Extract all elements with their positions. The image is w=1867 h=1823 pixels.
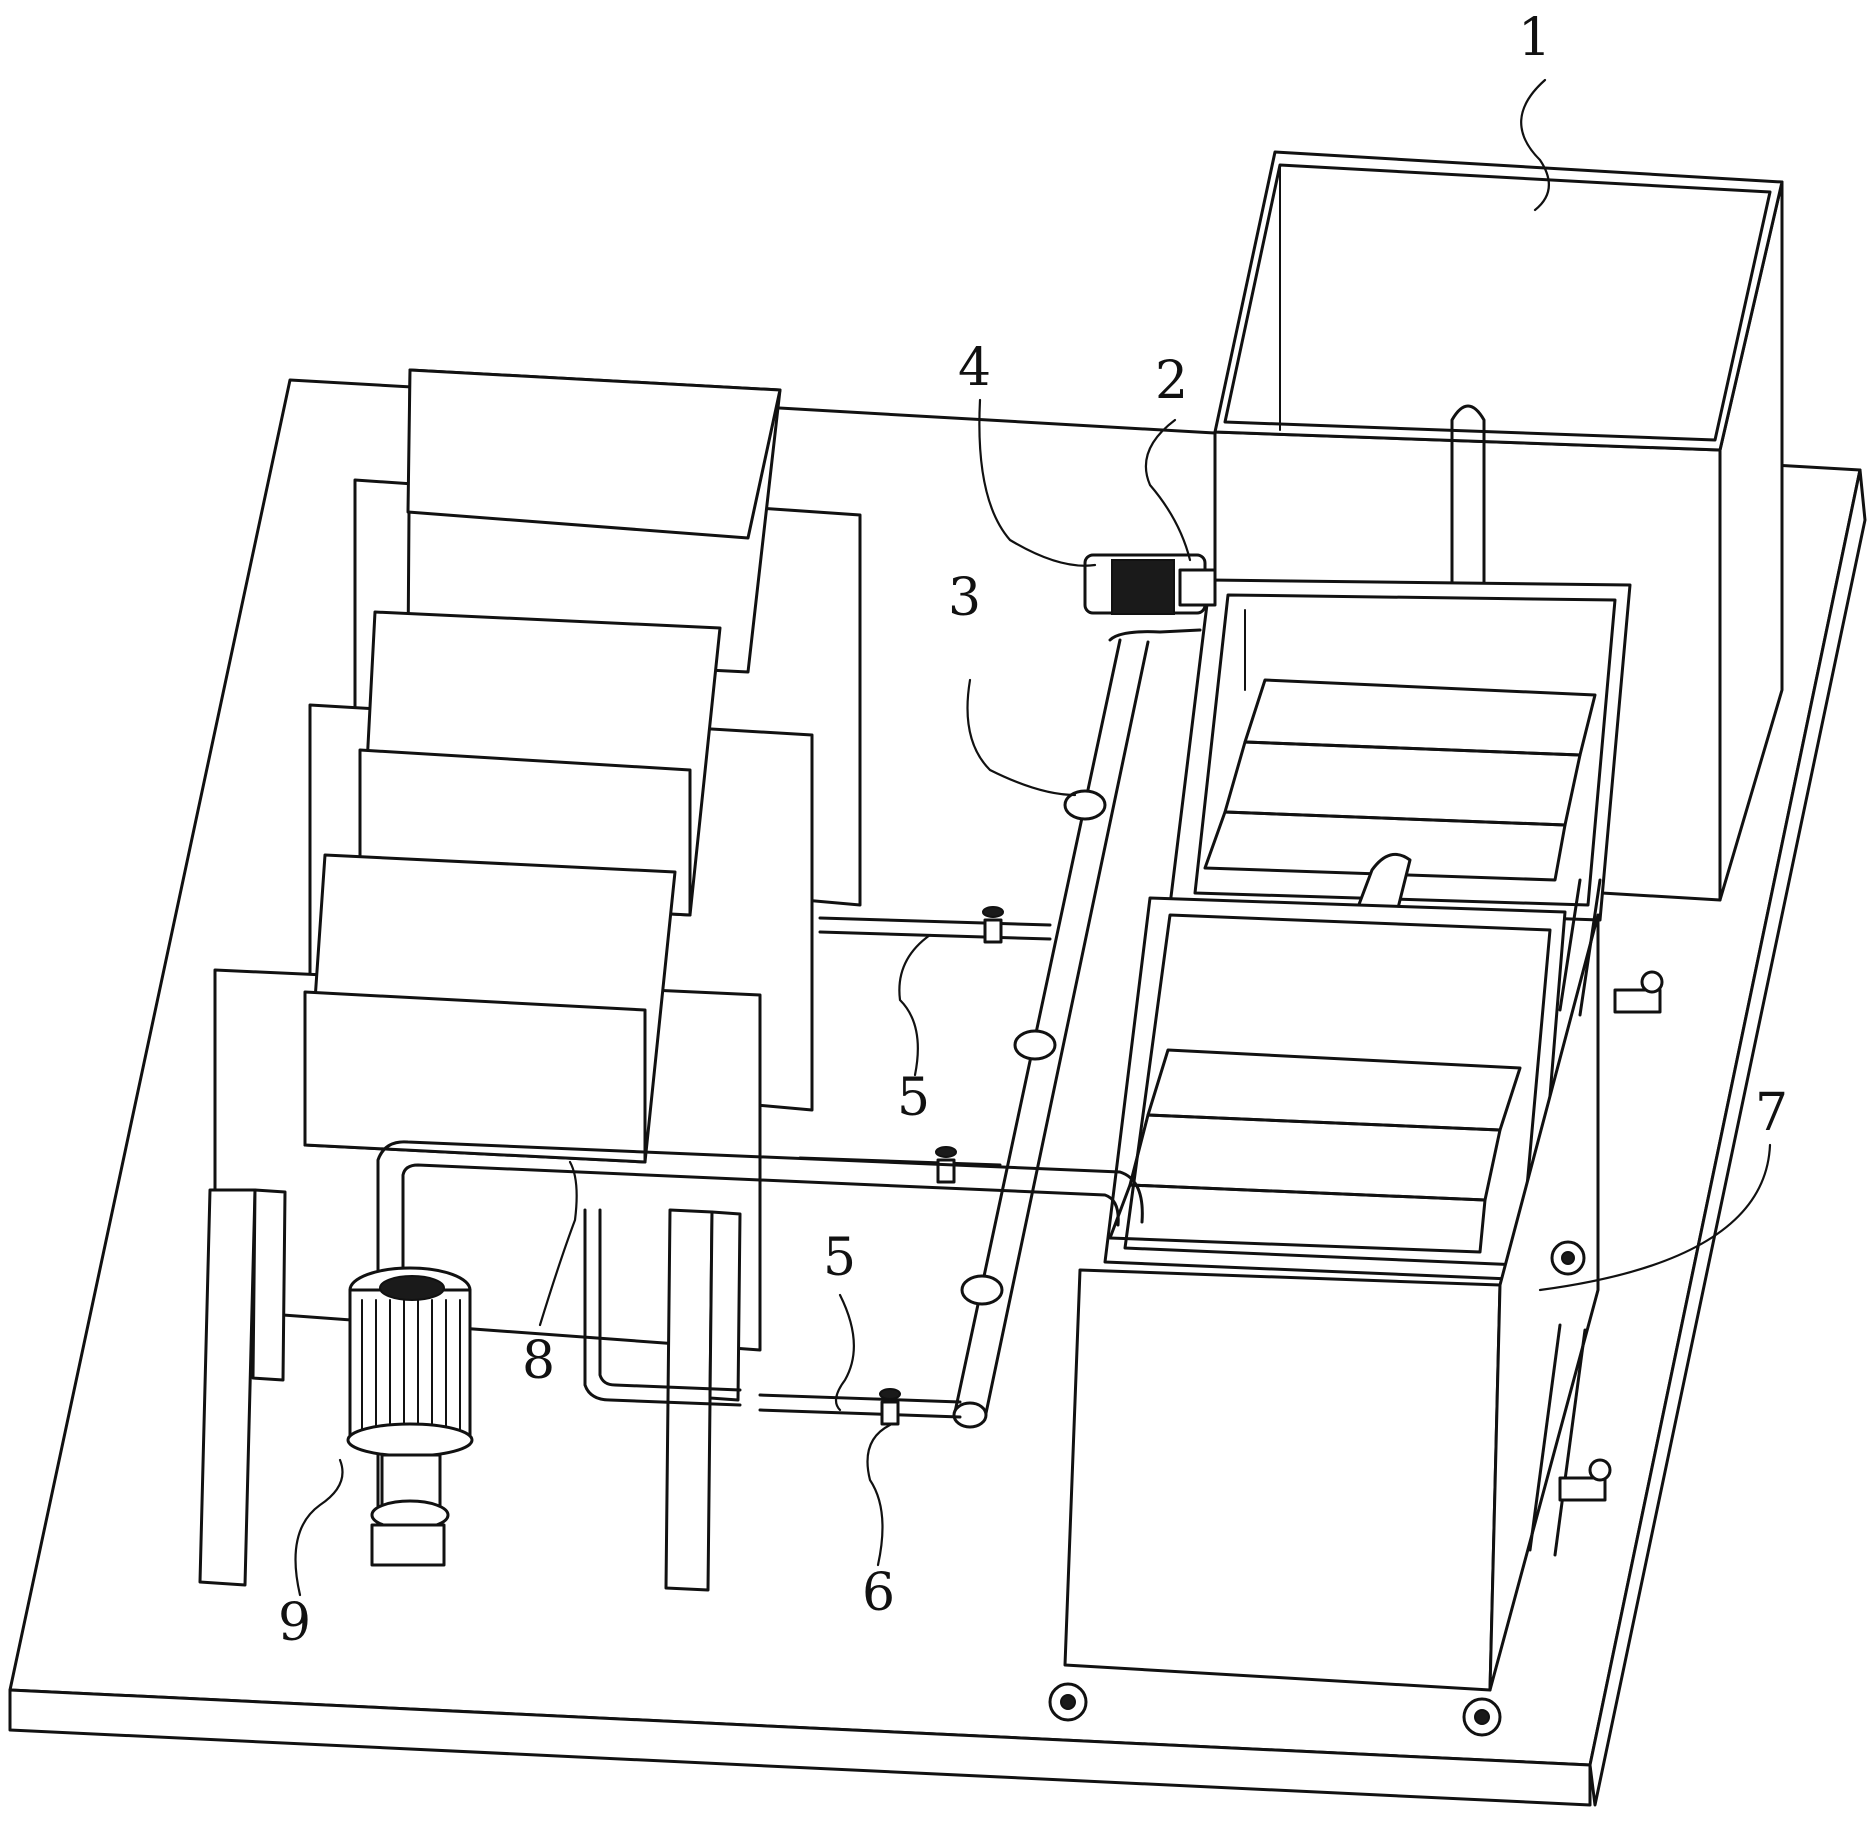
- leader-3: [966, 678, 1077, 797]
- caster-hub: [1561, 1251, 1575, 1265]
- leader-1: [1520, 78, 1550, 212]
- pump-9-fins: [361, 1299, 461, 1431]
- callout-5-upper: 5: [897, 1068, 930, 1128]
- valve-body: [880, 1400, 900, 1426]
- callout-8: 8: [522, 1331, 555, 1391]
- callout-numbers: 1 2 3 4 5 5 6 7 8 9: [278, 8, 1788, 1653]
- callout-2: 2: [1155, 351, 1188, 411]
- tank-7-upper: [1168, 578, 1632, 922]
- callout-9: 9: [278, 1593, 311, 1653]
- valve-body: [983, 918, 1003, 944]
- leader-9: [294, 1458, 344, 1597]
- valve-handle: [982, 906, 1004, 918]
- caster-hub: [1474, 1709, 1490, 1725]
- valve-handle: [935, 1146, 957, 1158]
- leader-5a: [898, 933, 932, 1077]
- callout-1: 1: [1518, 8, 1551, 68]
- frame-legs: [198, 1188, 742, 1592]
- pump-2-motor-4: [1083, 553, 1217, 642]
- callout-6: 6: [862, 1563, 895, 1623]
- valve-handle: [879, 1388, 901, 1400]
- pipe-3: [952, 638, 1150, 1429]
- leader-lines: [294, 78, 1772, 1597]
- filter-unit-front: [213, 853, 762, 1352]
- callout-4: 4: [958, 338, 991, 398]
- callout-3: 3: [948, 568, 981, 628]
- leader-7: [1538, 1143, 1772, 1292]
- leader-5b: [834, 1293, 855, 1412]
- branch-pipes-5: [758, 906, 1052, 1426]
- leader-2: [1144, 418, 1192, 562]
- callout-7: 7: [1755, 1083, 1788, 1143]
- pipe-8: [376, 1140, 1144, 1562]
- pump-9: [346, 1266, 474, 1567]
- motor-housing: [1111, 559, 1175, 615]
- tank-7-lower: [1063, 878, 1664, 1692]
- leader-8: [538, 1160, 578, 1327]
- casters: [1048, 1240, 1586, 1737]
- leader-4: [978, 398, 1097, 567]
- callout-5-lower: 5: [823, 1228, 856, 1288]
- leader-6: [866, 1423, 892, 1567]
- caster-hub: [1060, 1694, 1076, 1710]
